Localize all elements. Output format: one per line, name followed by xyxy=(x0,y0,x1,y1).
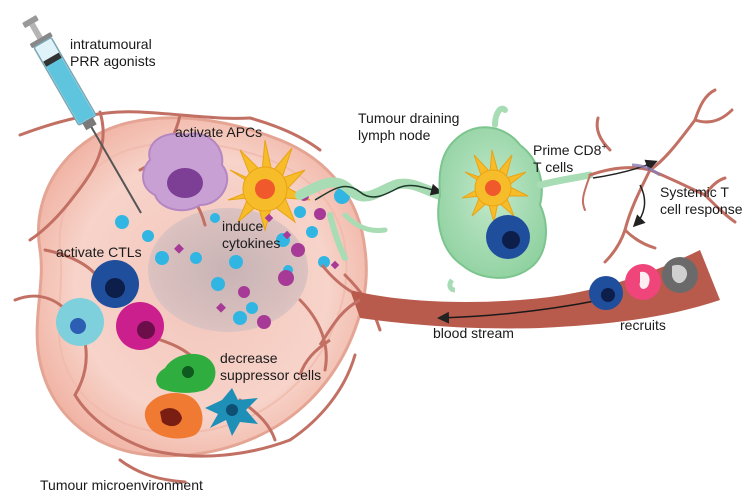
systemic-line2: cell response xyxy=(660,201,743,217)
dendritic-cell xyxy=(227,139,311,232)
lymph-node-line1: Tumour draining xyxy=(358,110,460,126)
blood-flow-arrow xyxy=(437,299,601,324)
prime-arrow xyxy=(592,159,658,179)
lymph-node xyxy=(437,105,594,293)
suppressor-cells xyxy=(144,353,258,439)
lymphatic-vessel xyxy=(295,177,445,261)
syringe-label-line2: PRR agonists xyxy=(70,53,156,69)
syringe-label: intratumoural PRR agonists xyxy=(70,36,156,70)
prime-cd8-label: Prime CD8+ T cells xyxy=(533,142,607,176)
prime-cd8-superscript: + xyxy=(601,141,607,152)
macrophage-cell xyxy=(142,132,229,212)
systemic-label: Systemic T cell response xyxy=(660,184,743,218)
prime-cd8-line2: T cells xyxy=(533,159,574,175)
syringe-icon xyxy=(22,15,142,214)
systemic-line1: Systemic T xyxy=(660,184,729,200)
syringe-label-line1: intratumoural xyxy=(70,36,152,52)
decrease-suppressor-line1: decrease xyxy=(220,350,278,366)
recruits-label: recruits xyxy=(620,317,666,333)
necrotic-core xyxy=(148,208,308,332)
prime-cd8-text: Prime CD8 xyxy=(533,142,602,158)
systemic-arrow xyxy=(632,184,646,228)
blood-stream-label: blood stream xyxy=(433,325,514,341)
microenvironment-label: Tumour microenvironment xyxy=(40,477,203,493)
decrease-suppressor-line2: suppressor cells xyxy=(220,367,322,383)
activate-ctls-label: activate CTLs xyxy=(56,244,142,260)
decrease-suppressor-label: decrease suppressor cells xyxy=(220,350,321,384)
blood-stream-vessel xyxy=(298,250,720,376)
ctl-cells xyxy=(56,260,164,350)
lymph-node-line2: lymph node xyxy=(358,127,431,143)
induce-cytokines-label: induce cytokines xyxy=(222,218,280,252)
induce-cytokines-line2: cytokines xyxy=(222,235,281,251)
recruited-cells xyxy=(589,257,698,310)
induce-cytokines-line1: induce xyxy=(222,218,264,234)
lymph-node-label: Tumour draining lymph node xyxy=(358,110,459,144)
activate-apcs-label: activate APCs xyxy=(175,124,263,140)
